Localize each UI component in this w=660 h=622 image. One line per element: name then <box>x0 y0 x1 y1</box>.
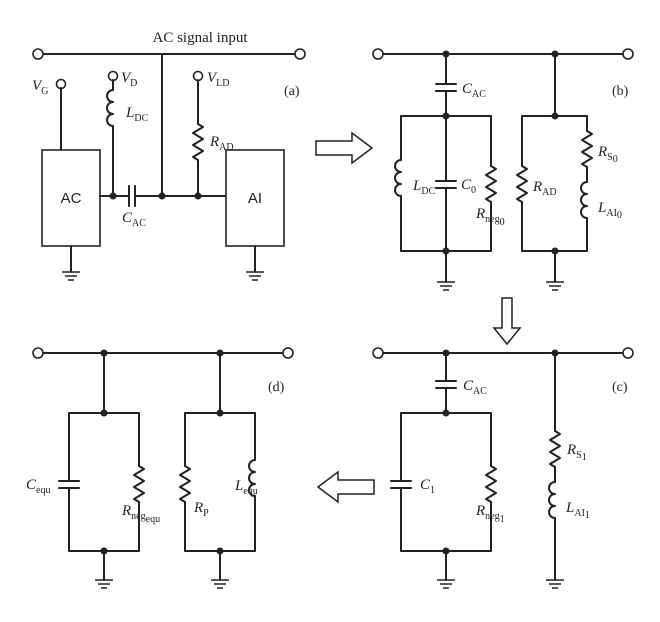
d-rneg-resistor <box>133 465 145 503</box>
arrow-left <box>316 470 375 504</box>
ai-box-label: AI <box>248 190 262 207</box>
arrow-right <box>315 131 374 165</box>
c-lai-label: LAI1 <box>565 500 590 521</box>
ac-box-label: AC <box>61 190 82 207</box>
input-terminal-left <box>32 48 44 60</box>
b-rneg-resistor <box>485 165 497 203</box>
b-ldc-inductor <box>394 159 402 197</box>
d-rneg-label: Rnegequ <box>121 503 160 525</box>
c-rs-label: RS1 <box>566 442 587 463</box>
b-lai-label: LAI0 <box>597 200 622 221</box>
b-cac-label: CAC <box>462 81 486 100</box>
c-cac-label: CAC <box>463 378 487 397</box>
panel-c: CAC C1 Rneg1 RS1 LAI1 (c) <box>372 347 634 589</box>
panel-d: Cequ Rnegequ RP Lequ (d) <box>26 347 294 589</box>
vd-label: VD <box>121 70 137 89</box>
d-cequ-label: Cequ <box>26 477 50 496</box>
b-rneg-label: Rneg0 <box>475 206 505 228</box>
d-rp-label: RP <box>193 500 209 519</box>
d-lequ-label: Lequ <box>234 478 258 497</box>
rad-resistor <box>192 123 204 161</box>
b-lai-inductor <box>580 181 588 219</box>
ac-box <box>41 149 101 247</box>
c-c1-label: C1 <box>420 477 435 496</box>
rad-label: RAD <box>209 134 234 153</box>
ldc-label: LDC <box>125 105 149 124</box>
c-rneg-label: Rneg1 <box>475 503 505 525</box>
title-label: AC signal input <box>152 30 248 46</box>
c-lai-inductor <box>548 481 556 519</box>
b-rad-label: RAD <box>532 179 557 198</box>
d-lequ-inductor <box>248 459 256 497</box>
panel-a-tag: (a) <box>284 84 300 99</box>
arrow-down <box>492 297 522 346</box>
b-rad-resistor <box>516 165 528 203</box>
panel-c-tag: (c) <box>612 380 628 395</box>
c-rs-resistor <box>549 430 561 468</box>
panel-d-tag: (d) <box>268 380 285 395</box>
c-rneg-resistor <box>485 465 497 503</box>
b-ldc-label: LDC <box>412 178 436 197</box>
d-rp-resistor <box>179 465 191 503</box>
cac-label: CAC <box>122 210 146 229</box>
panel-b: CAC LDC C0 Rneg0 R <box>372 48 634 291</box>
input-terminal-right <box>294 48 306 60</box>
vg-label: VG <box>32 78 48 97</box>
ldc-inductor <box>106 89 114 127</box>
b-c0-label: C0 <box>461 177 476 196</box>
b-rs-label: RS0 <box>597 144 618 165</box>
vld-label: VLD <box>207 70 230 89</box>
panel-a: AC signal input VG VD LDC AC CAC VL <box>32 30 306 281</box>
b-rs-resistor <box>581 130 593 168</box>
panel-b-tag: (b) <box>612 84 629 99</box>
